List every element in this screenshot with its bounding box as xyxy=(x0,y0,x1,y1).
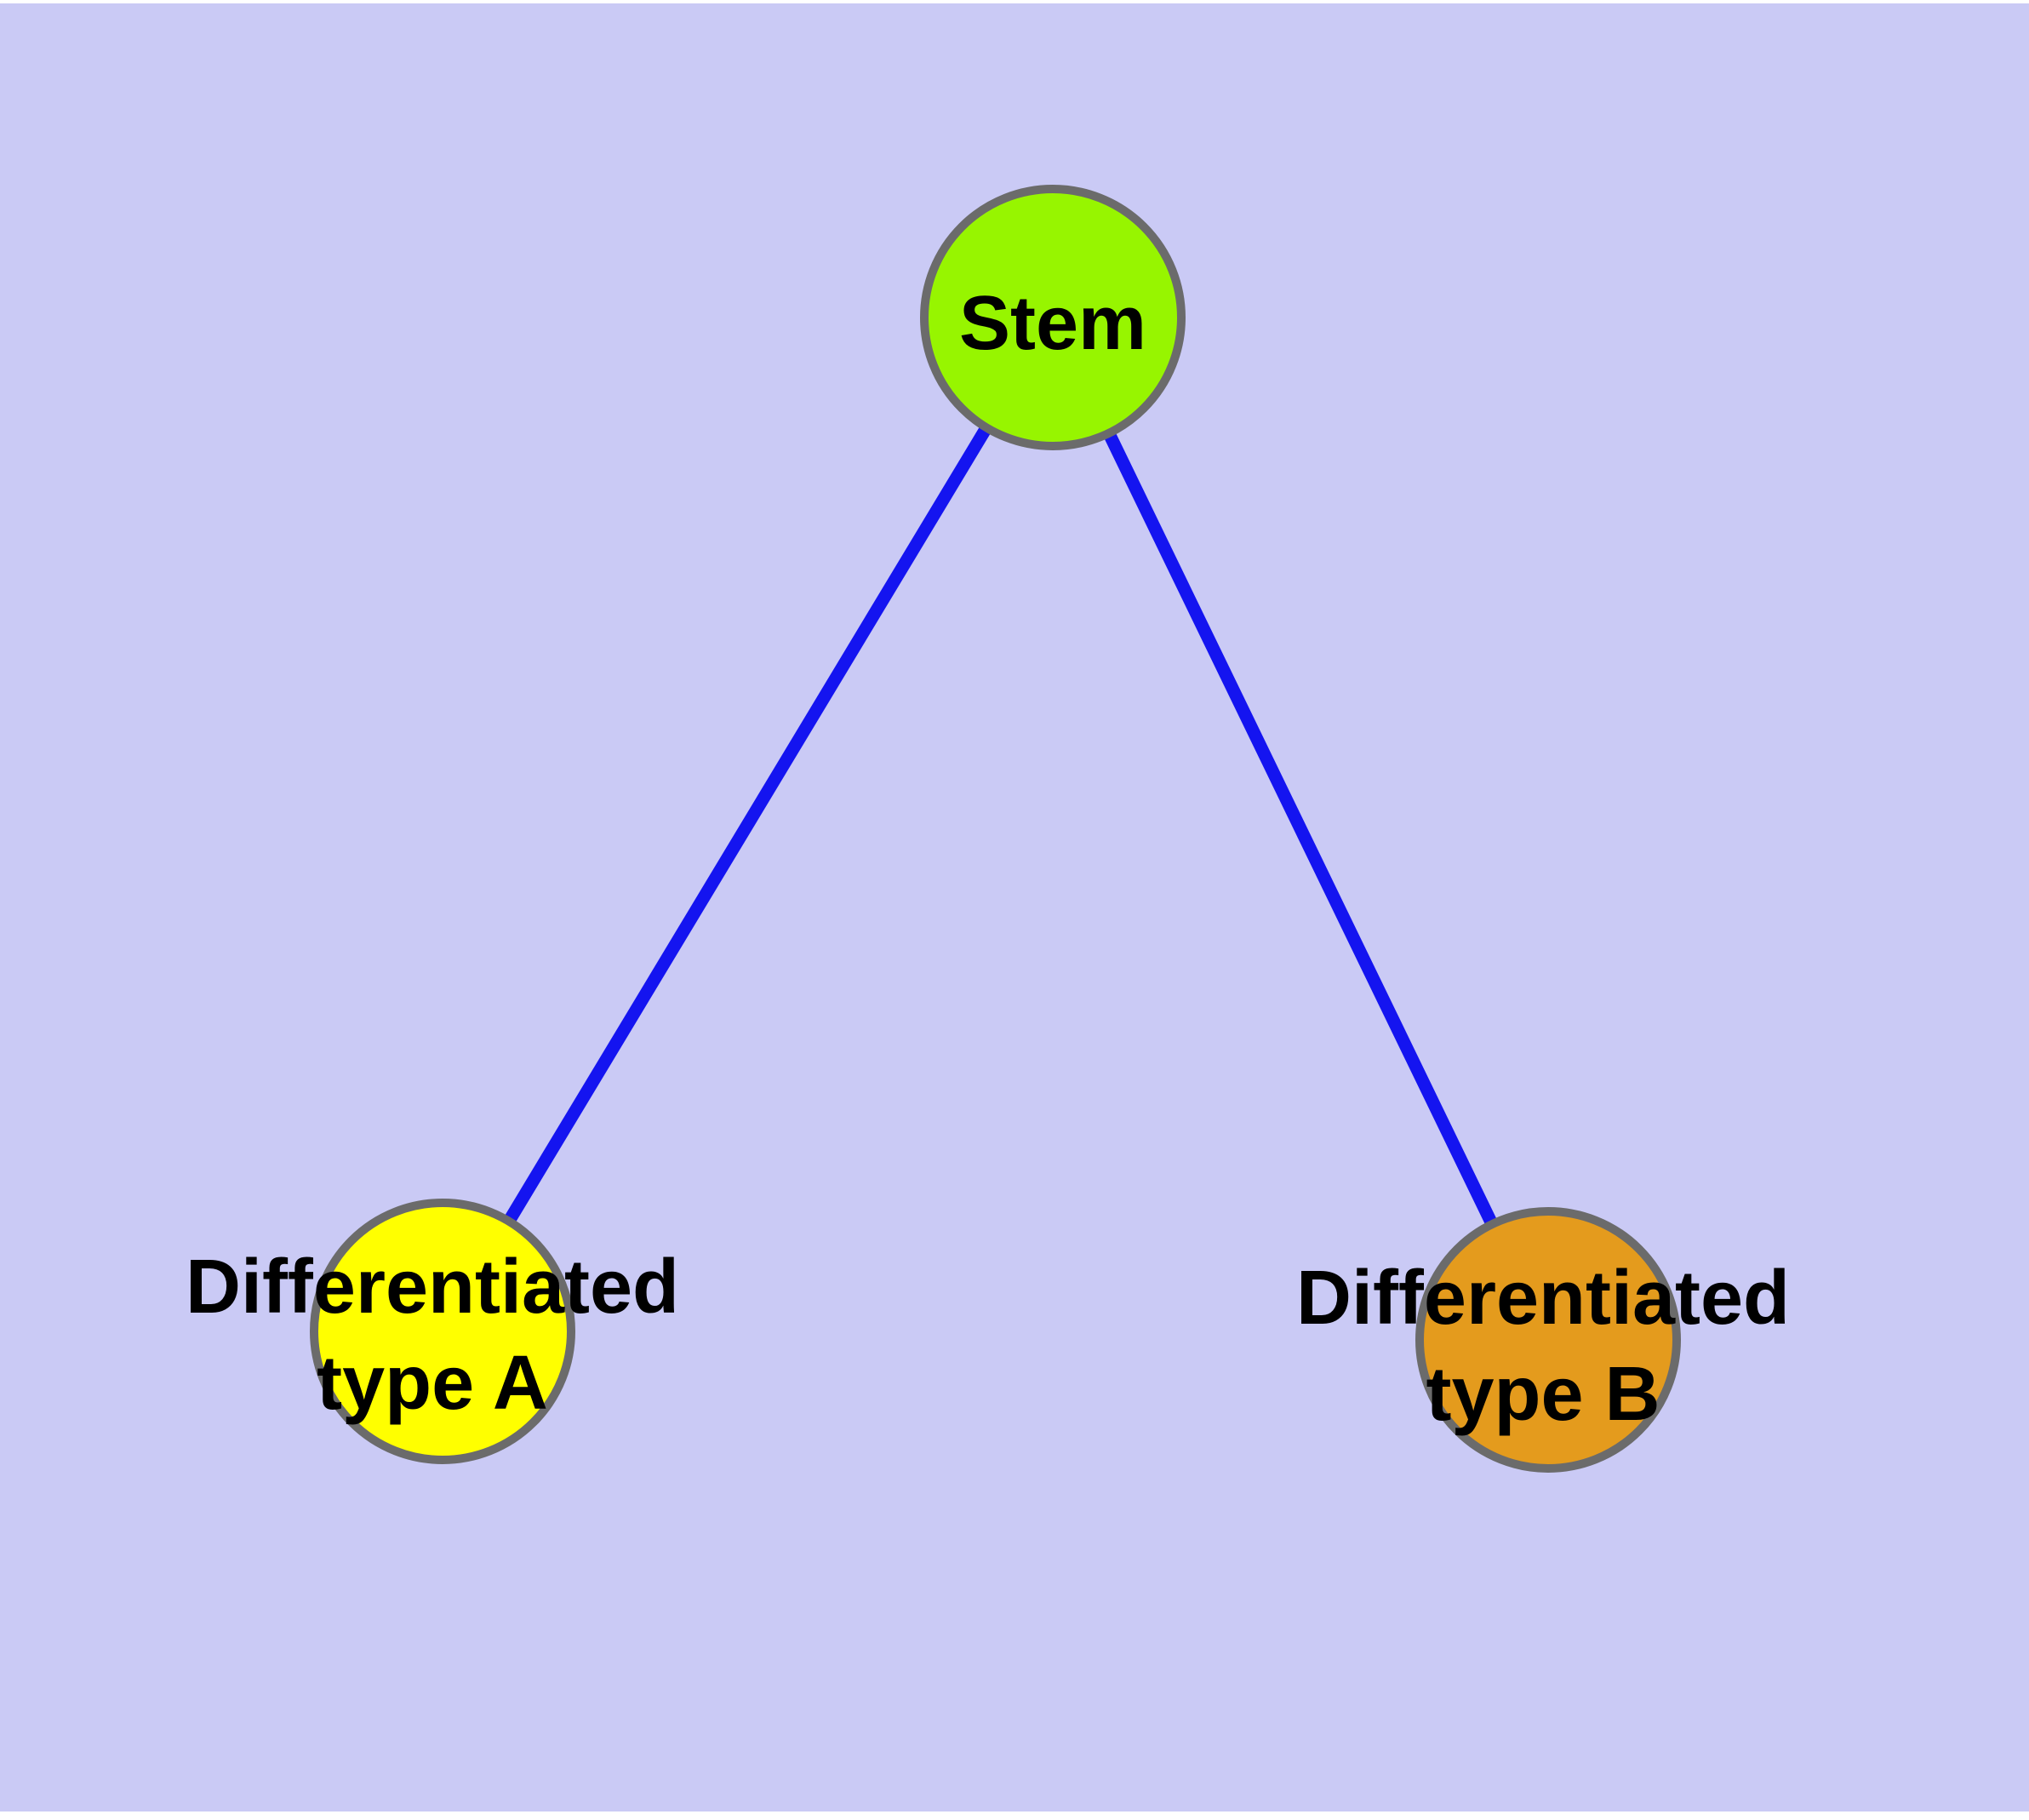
node-type-b-label-line1: Differentiated xyxy=(1296,1256,1790,1341)
node-type-a-circle[interactable] xyxy=(310,1199,575,1464)
node-type-a-label-line1: Differentiated xyxy=(186,1245,679,1330)
edge-layer xyxy=(437,314,1554,1343)
label-layer: Stem Differentiated type A Differentiate… xyxy=(186,281,1790,1437)
node-type-b xyxy=(1415,1207,1681,1473)
node-stem-label: Stem xyxy=(959,281,1146,366)
node-stem-circle[interactable] xyxy=(920,185,1186,450)
node-type-b-label-line2: type B xyxy=(1426,1352,1660,1437)
node-type-b-circle[interactable] xyxy=(1415,1207,1681,1473)
node-type-a xyxy=(310,1199,575,1464)
node-layer xyxy=(310,185,1681,1473)
edge-stem-to-type-b xyxy=(1047,314,1554,1343)
node-stem xyxy=(920,185,1186,450)
edge-stem-to-type-a xyxy=(437,314,1059,1335)
node-type-a-label-line2: type A xyxy=(317,1341,548,1426)
